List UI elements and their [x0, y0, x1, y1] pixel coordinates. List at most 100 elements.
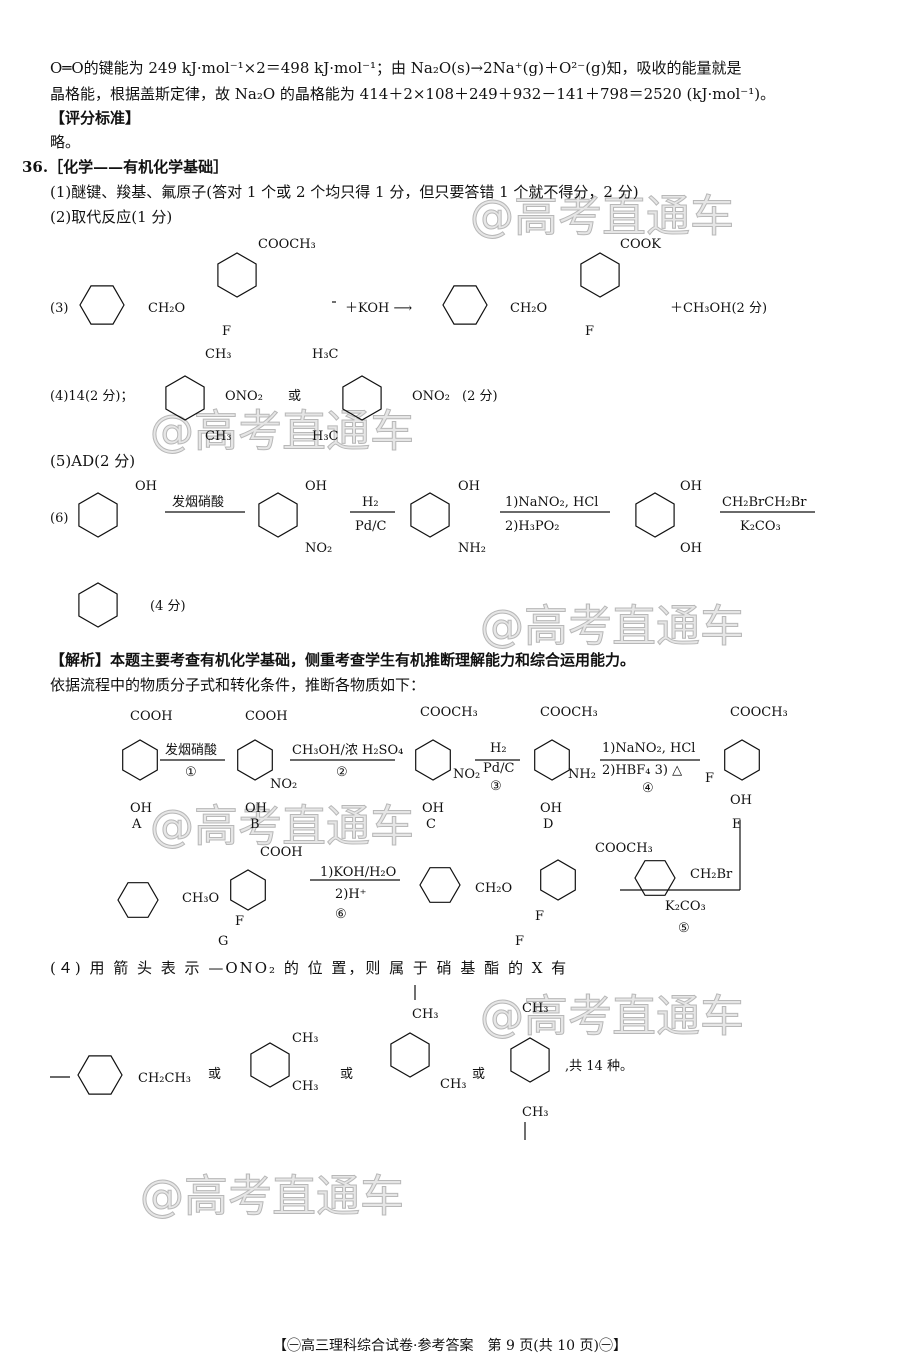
- benzene-ring: [342, 375, 382, 421]
- label: 或: [340, 1067, 353, 1082]
- label: D: [543, 817, 553, 832]
- label: COOCH₃: [730, 705, 788, 720]
- label: COOCH₃: [420, 705, 478, 720]
- benzene-ring: [230, 869, 266, 911]
- label: A: [131, 817, 142, 832]
- label: F: [535, 909, 544, 924]
- label: CH₃: [522, 1105, 549, 1120]
- benzene-ring: [79, 285, 125, 325]
- label: (2 分): [462, 389, 498, 404]
- label: F: [222, 324, 231, 339]
- label: F: [705, 771, 714, 786]
- label: 2)H₃PO₂: [505, 519, 560, 534]
- label: OH: [305, 479, 327, 494]
- label: 2)H⁺: [335, 887, 367, 902]
- label: (3): [50, 301, 68, 316]
- label: CH₂BrCH₂Br: [722, 495, 807, 510]
- label: 2)HBF₄ 3) △: [602, 763, 682, 778]
- benzene-ring: [419, 867, 461, 903]
- section-heading: 【评分标准】: [50, 109, 141, 127]
- label: K₂CO₃: [665, 899, 706, 914]
- label: ③: [490, 779, 502, 794]
- label: ⑥: [335, 907, 347, 922]
- label: OH: [245, 801, 267, 816]
- label: COOH: [260, 845, 303, 860]
- label: Pd/C: [355, 519, 386, 534]
- benzene-ring: [258, 492, 298, 538]
- label: NO₂: [305, 541, 332, 556]
- label: CH₂CH₃: [138, 1071, 191, 1086]
- label: ONO₂: [225, 389, 263, 404]
- label: ⑤: [678, 921, 690, 936]
- benzene-ring: [78, 492, 118, 538]
- label: CH₃: [292, 1031, 319, 1046]
- label: CH₃O: [182, 891, 219, 906]
- label: 或: [472, 1067, 485, 1082]
- label: OH: [422, 801, 444, 816]
- label: (6): [50, 511, 68, 526]
- label: ,共 14 种。: [565, 1059, 633, 1074]
- benzene-ring: [724, 739, 760, 781]
- label: OH: [540, 801, 562, 816]
- watermark: @高考直通车: [150, 406, 415, 458]
- benzene-ring: [540, 859, 576, 901]
- label: CH₂Br: [690, 867, 733, 882]
- text-line: (1)醚键、羧基、氟原子(答对 1 个或 2 个均只得 1 分，但只要答错 1 …: [50, 183, 639, 201]
- label: COOH: [245, 709, 288, 724]
- benzene-ring: [534, 739, 570, 781]
- benzene-ring: [390, 1032, 430, 1078]
- label: OH: [458, 479, 480, 494]
- label: G: [218, 934, 228, 949]
- label: H₂: [362, 495, 379, 510]
- label: (4 分): [150, 599, 186, 614]
- label: CH₃OH/浓 H₂SO₄: [292, 743, 403, 758]
- label: 1)NaNO₂, HCl: [505, 495, 598, 510]
- label: OH: [730, 793, 752, 808]
- question-heading: 36.［化学——有机化学基础］: [22, 158, 229, 176]
- label: CH₂O: [148, 301, 185, 316]
- label: CH₃: [205, 429, 232, 444]
- watermark: @高考直通车: [150, 801, 415, 853]
- text-line: (2)取代反应(1 分): [50, 208, 173, 226]
- benzene-ring: [415, 739, 451, 781]
- label: 或: [288, 389, 301, 404]
- benzene-ring: [237, 739, 273, 781]
- watermark: @高考直通车: [140, 1171, 405, 1223]
- label: COOCH₃: [540, 705, 598, 720]
- text-line: 依据流程中的物质分子式和转化条件，推断各物质如下：: [50, 676, 426, 694]
- text-line: (４) 用 箭 头 表 示 —ONO₂ 的 位 置，则 属 于 硝 基 酯 的 …: [50, 959, 569, 977]
- label: COOH: [130, 709, 173, 724]
- benzene-ring: [122, 739, 158, 781]
- benzene-ring: [442, 285, 488, 325]
- watermark: @高考直通车: [470, 191, 735, 243]
- benzene-ring: [165, 375, 205, 421]
- label: Pd/C: [483, 761, 514, 776]
- benzene-ring: [77, 1055, 123, 1095]
- label: ②: [336, 765, 348, 780]
- label: CH₂O: [510, 301, 547, 316]
- page-footer: 【㊀高三理科综合试卷·参考答案 第 9 页(共 10 页)㊀】: [273, 1338, 627, 1354]
- label: COOCH₃: [258, 237, 316, 252]
- label: F: [235, 914, 244, 929]
- label: F: [515, 934, 524, 949]
- label: COOK: [620, 237, 661, 252]
- label: NH₂: [568, 767, 596, 782]
- label: H₃C: [312, 429, 339, 444]
- label: 1)NaNO₂, HCl: [602, 741, 695, 756]
- benzene-ring: [635, 492, 675, 538]
- label: C: [426, 817, 436, 832]
- label: 发烟硝酸: [172, 494, 224, 510]
- benzene-ring: [250, 1042, 290, 1088]
- watermark: @高考直通车: [480, 991, 745, 1043]
- label: ONO₂: [412, 389, 450, 404]
- label: CH₃: [522, 1001, 549, 1016]
- label: CH₃: [292, 1079, 319, 1094]
- label: OH: [680, 479, 702, 494]
- benzene-ring: [510, 1037, 550, 1083]
- label: OH: [680, 541, 702, 556]
- label: H₂: [490, 741, 507, 756]
- label: OH: [130, 801, 152, 816]
- label: B: [250, 817, 260, 832]
